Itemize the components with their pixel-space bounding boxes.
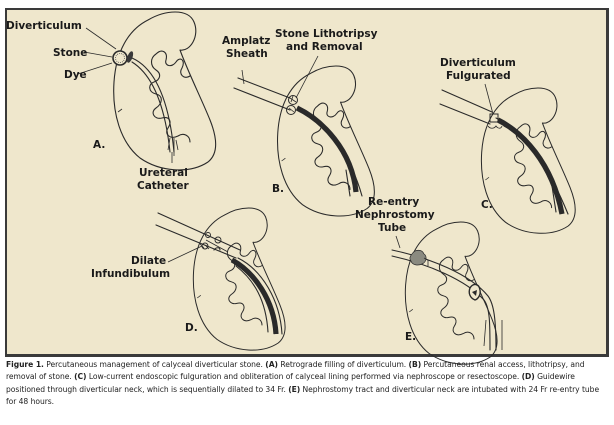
label-dye: Dye bbox=[64, 69, 87, 81]
label-re-entry: Re-entry bbox=[368, 196, 419, 208]
kidney-a bbox=[113, 11, 217, 171]
caption-tag-d: (D) bbox=[521, 372, 535, 382]
label-infundibulum: Infundibulum bbox=[91, 268, 170, 280]
figure-label: Figure 1. bbox=[6, 360, 44, 369]
label-dilate: Dilate bbox=[131, 255, 166, 267]
kidney-c bbox=[480, 87, 576, 234]
caption-intro: Percutaneous management of calyceal dive… bbox=[43, 360, 266, 369]
caption-text-c: Low-current endoscopic fulguration and o… bbox=[86, 372, 522, 382]
label-sheath: Sheath bbox=[226, 48, 268, 60]
caption-text-d: Guidewire positioned through diverticula… bbox=[6, 372, 575, 394]
label-amplatz: Amplatz bbox=[222, 35, 270, 47]
label-ureteral: Ureteral bbox=[139, 167, 188, 179]
label-tube: Tube bbox=[378, 222, 406, 234]
panel-c: Diverticulum Fulgurated C. bbox=[439, 57, 576, 234]
caption-text-a: Retrograde filling of diverticulum. bbox=[277, 360, 409, 369]
panel-b: Amplatz Sheath Stone Lithotripsy and Rem… bbox=[222, 28, 378, 217]
figure-panel bbox=[5, 8, 609, 357]
label-catheter: Catheter bbox=[137, 180, 190, 192]
panel-letter-a: A. bbox=[93, 139, 105, 151]
kidney-d bbox=[192, 207, 286, 351]
caption-text-b: Percutaneous renal access, lithotripsy, … bbox=[6, 360, 585, 382]
label-diverticulum: Diverticulum bbox=[6, 20, 82, 32]
caption-tag-c: (C) bbox=[74, 372, 87, 382]
stone-icon bbox=[112, 50, 128, 66]
kidney-b bbox=[276, 65, 376, 217]
label-diverticulum-c: Diverticulum bbox=[440, 57, 516, 69]
panel-letter-d: D. bbox=[185, 322, 198, 334]
caption-tag-b: (B) bbox=[408, 360, 422, 369]
kidney-e bbox=[404, 221, 498, 365]
figure-caption: Figure 1. Percutaneous management of cal… bbox=[6, 359, 608, 409]
panel-d: Dilate Infundibulum D. bbox=[91, 207, 286, 351]
panel-letter-e: E. bbox=[405, 331, 416, 343]
caption-text-e: Nephrostomy tract and diverticular neck … bbox=[6, 384, 600, 407]
label-fulgurated: Fulgurated bbox=[446, 70, 511, 82]
panel-a: Diverticulum Stone Dye Ureteral Catheter… bbox=[6, 11, 217, 192]
label-stone-lithotripsy: Stone Lithotripsy bbox=[275, 28, 378, 40]
label-nephrostomy: Nephrostomy bbox=[355, 209, 435, 221]
panel-letter-c: C. bbox=[481, 199, 493, 211]
caption-tag-a: (A) bbox=[265, 360, 278, 369]
label-and-removal: and Removal bbox=[286, 41, 363, 53]
panel-e: Re-entry Nephrostomy Tube E. bbox=[355, 196, 503, 365]
caption-tag-e: (E) bbox=[288, 384, 301, 394]
panel-letter-b: B. bbox=[272, 183, 284, 195]
label-stone: Stone bbox=[53, 47, 87, 59]
